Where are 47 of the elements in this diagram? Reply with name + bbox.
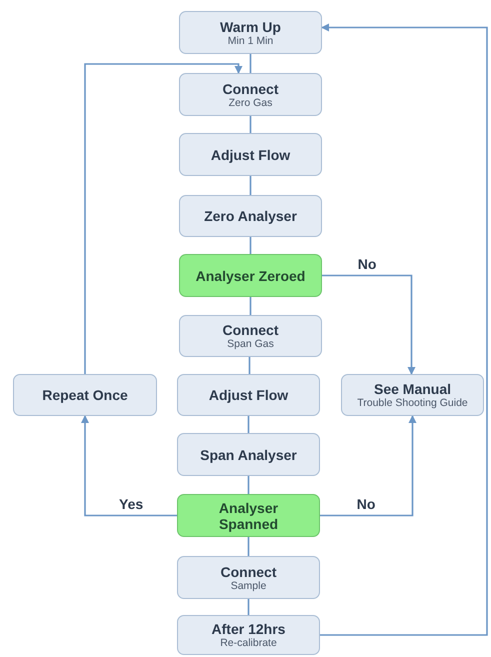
connector-line (250, 297, 252, 315)
arrow (320, 24, 488, 636)
connector-line (248, 357, 250, 374)
arrow (320, 415, 416, 516)
step-title: Adjust Flow (208, 387, 288, 403)
process-box (179, 73, 322, 116)
connector-line (250, 54, 252, 73)
step-title: See Manual (374, 381, 452, 397)
process-box (179, 11, 322, 54)
step-note: Min 1 Min (228, 34, 274, 46)
step-title: Warm Up (220, 18, 281, 34)
process-box (177, 615, 320, 655)
arrow (322, 274, 416, 375)
step-title: Repeat Once (42, 387, 128, 403)
step-title: Analyser Spanned (218, 500, 280, 532)
step-title: After 12hrs (212, 621, 286, 637)
step-title: Analyser Zeroed (196, 268, 306, 284)
step-title: Connect (220, 564, 276, 580)
connector-line (248, 537, 250, 556)
process-box (177, 433, 320, 476)
decision-box (177, 494, 320, 537)
step-title: Connect (222, 80, 278, 96)
step-note: Re-calibrate (220, 637, 277, 649)
process-box (177, 374, 320, 416)
process-box (341, 374, 484, 416)
step-title: Span Analyser (200, 446, 297, 462)
connector-line (250, 237, 252, 254)
decision-box (179, 254, 322, 297)
step-title: Connect (222, 322, 278, 338)
process-box (13, 374, 157, 416)
connector-line (248, 476, 250, 494)
step-note: Zero Gas (228, 96, 272, 108)
process-box (179, 133, 322, 176)
process-box (177, 556, 320, 599)
connector-line (250, 116, 252, 133)
step-note: Sample (230, 580, 266, 592)
step-title: Zero Analyser (204, 208, 297, 224)
step-title: Adjust Flow (210, 146, 290, 162)
arrow (84, 63, 242, 374)
process-box (179, 315, 322, 357)
step-note: Span Gas (227, 338, 274, 350)
connector-line (248, 599, 250, 615)
arrow (81, 415, 177, 516)
connector-line (248, 416, 250, 433)
process-box (179, 195, 322, 237)
step-note: Trouble Shooting Guide (357, 397, 468, 409)
connector-line (250, 176, 252, 195)
